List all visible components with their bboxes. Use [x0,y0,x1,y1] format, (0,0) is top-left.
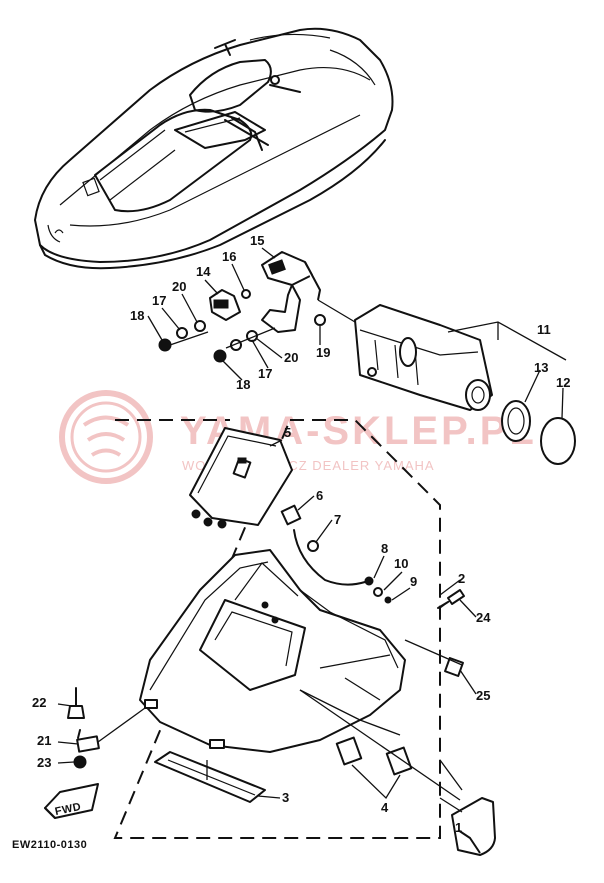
callout-20b: 20 [284,350,298,365]
callout-4: 4 [381,800,389,815]
cover-plate [189,427,293,529]
fwd-direction-icon: FWD [44,783,99,819]
callout-24: 24 [476,610,491,625]
callout-11: 11 [537,322,551,337]
nut [444,657,464,677]
yamaha-seal-icon [59,390,153,484]
callout-22: 22 [32,695,46,710]
callout-numbers: 1 2 3 4 5 6 7 8 9 10 11 12 13 14 15 16 1… [32,233,570,835]
callout-16: 16 [222,249,236,264]
callout-21: 21 [37,733,51,748]
callout-20a: 20 [172,279,186,294]
hood-strap [299,689,496,856]
callout-8: 8 [381,541,388,556]
bolt [437,589,465,609]
callout-23: 23 [37,755,51,770]
callout-7: 7 [334,512,341,527]
callout-5: 5 [284,425,291,440]
callout-6: 6 [316,488,323,503]
fwd-label: FWD [54,801,82,818]
callout-2: 2 [458,571,465,586]
callout-25: 25 [476,688,490,703]
callout-13: 13 [534,360,548,375]
callout-1: 1 [455,820,462,835]
wire-harness [280,504,392,604]
callout-3: 3 [282,790,289,805]
callout-17b: 17 [258,366,272,381]
leader-25 [404,639,463,666]
battery-box-assembly [354,304,576,465]
callout-10: 10 [394,556,408,571]
callout-9: 9 [410,574,417,589]
callout-19: 19 [316,345,330,360]
watercraft-hull [34,27,394,270]
assembly-boundary [113,419,441,839]
hood-lock-parts [67,687,146,769]
callout-18a: 18 [130,308,144,323]
pads [335,719,413,800]
callout-leaders [57,247,477,799]
callout-12: 12 [556,375,570,390]
diagram-code: EW2110-0130 [12,839,87,851]
callout-14: 14 [196,264,211,279]
engine-hood [139,549,406,753]
callout-18b: 18 [236,377,250,392]
callout-15: 15 [250,233,264,248]
switch-bracket-assembly [158,251,356,363]
damper-strip [154,751,266,803]
callout-17a: 17 [152,293,166,308]
leader-2 [439,579,461,596]
